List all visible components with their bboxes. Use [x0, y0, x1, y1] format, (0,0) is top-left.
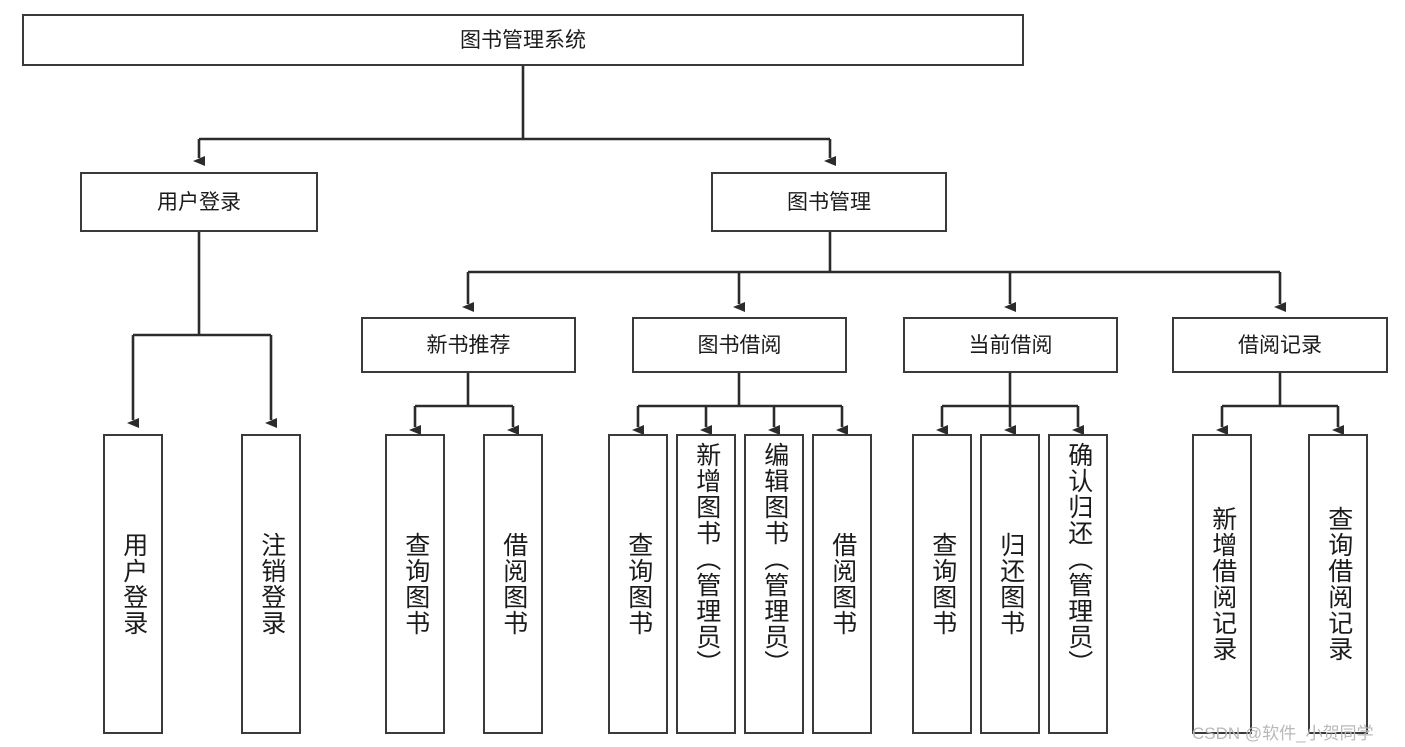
node-new-book-recommend[interactable]: 新书推荐: [361, 317, 576, 373]
csdn-watermark: CSDN @软件_小贺同学: [1192, 724, 1374, 743]
leaf-current-return-book[interactable]: 归还图书: [980, 434, 1040, 734]
node-label: 新增图书（管理员）: [692, 442, 721, 676]
node-label: 确认归还（管理员）: [1064, 442, 1093, 676]
leaf-user-login-signin[interactable]: 用户登录: [103, 434, 163, 734]
node-label: 图书管理: [787, 190, 871, 214]
node-label: 新书推荐: [426, 333, 511, 357]
node-label: 图书管理系统: [460, 28, 586, 52]
node-root-book-management-system[interactable]: 图书管理系统: [22, 14, 1024, 66]
leaf-borrow-edit-book-admin[interactable]: 编辑图书（管理员）: [744, 434, 804, 734]
leaf-current-query-book[interactable]: 查询图书: [912, 434, 972, 734]
node-book-borrow[interactable]: 图书借阅: [632, 317, 847, 373]
node-current-borrow[interactable]: 当前借阅: [903, 317, 1118, 373]
node-book-management[interactable]: 图书管理: [711, 172, 947, 232]
leaf-record-query-borrow-record[interactable]: 查询借阅记录: [1308, 434, 1368, 734]
node-label: 用户登录: [119, 532, 148, 636]
node-label: 查询图书: [624, 532, 653, 636]
node-label: 借阅记录: [1238, 333, 1322, 357]
node-user-login[interactable]: 用户登录: [80, 172, 318, 232]
leaf-borrow-borrow-book[interactable]: 借阅图书: [812, 434, 872, 734]
node-label: 借阅图书: [499, 532, 528, 636]
leaf-borrow-add-book-admin[interactable]: 新增图书（管理员）: [676, 434, 736, 734]
leaf-recommend-borrow-book[interactable]: 借阅图书: [483, 434, 543, 734]
node-label: 查询图书: [401, 532, 430, 636]
leaf-current-confirm-return-admin[interactable]: 确认归还（管理员）: [1048, 434, 1108, 734]
node-label: 新增借阅记录: [1208, 506, 1237, 662]
leaf-record-add-borrow-record[interactable]: 新增借阅记录: [1192, 434, 1252, 734]
node-label: 归还图书: [996, 532, 1025, 636]
node-label: 图书借阅: [697, 333, 782, 357]
leaf-borrow-query-book[interactable]: 查询图书: [608, 434, 668, 734]
node-label: 用户登录: [157, 190, 241, 214]
node-label: 注销登录: [257, 532, 286, 636]
node-label: 查询图书: [928, 532, 957, 636]
node-borrow-record[interactable]: 借阅记录: [1172, 317, 1388, 373]
leaf-user-login-signout[interactable]: 注销登录: [241, 434, 301, 734]
leaf-recommend-query-book[interactable]: 查询图书: [385, 434, 445, 734]
node-label: 查询借阅记录: [1324, 506, 1353, 662]
node-label: 当前借阅: [968, 333, 1053, 357]
node-label: 借阅图书: [828, 532, 857, 636]
node-label: 编辑图书（管理员）: [760, 442, 789, 676]
